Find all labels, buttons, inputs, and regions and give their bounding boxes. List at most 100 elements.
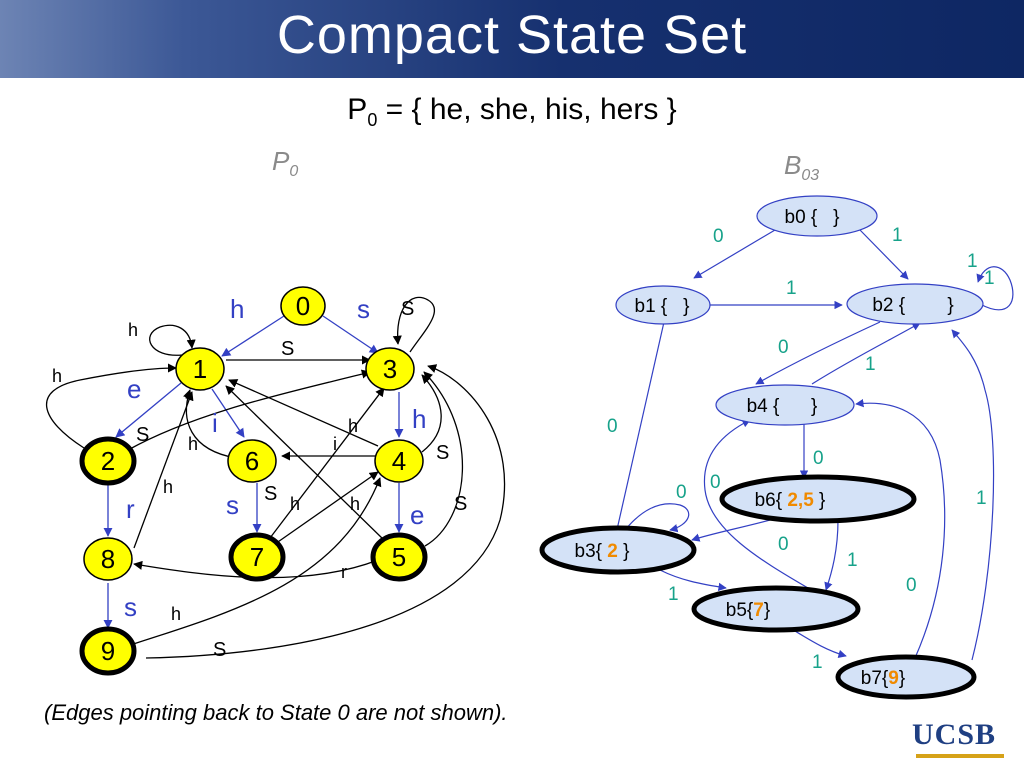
edge-label: h xyxy=(350,494,360,514)
edge-label: e xyxy=(410,500,424,530)
edge-1-2 xyxy=(115,382,182,438)
left-label-sub: 0 xyxy=(289,163,299,181)
edge-9-4 xyxy=(129,477,382,646)
edge-label: 1 xyxy=(812,652,823,673)
edge-label: 1 xyxy=(847,550,858,571)
state-label: 4 xyxy=(392,446,406,476)
block-label: b6{ 2,5 } xyxy=(755,490,826,511)
ucsb-logo: UCSB xyxy=(912,718,997,751)
block-label: b7{9} xyxy=(861,668,905,689)
state-label: 3 xyxy=(383,354,397,384)
edge-b2-self xyxy=(976,266,1014,311)
state-9: 9 xyxy=(79,626,137,676)
block-b0: b0 { } xyxy=(756,195,878,237)
state-1: 1 xyxy=(175,347,225,391)
edge-label: 0 xyxy=(906,575,917,596)
edge-label: s xyxy=(226,490,239,520)
edge-label: 1 xyxy=(984,268,995,289)
state-label: 6 xyxy=(245,446,259,476)
edge-label: h xyxy=(348,416,358,436)
right-edges xyxy=(613,229,1014,661)
state-label: 8 xyxy=(101,544,115,574)
edge-label: 1 xyxy=(967,251,978,272)
edge-b4-b2 xyxy=(811,322,921,385)
edge-label: 1 xyxy=(668,584,679,605)
block-b2: b2 { } xyxy=(846,283,984,325)
edge-label: 0 xyxy=(607,416,618,437)
edge-label: r xyxy=(126,494,135,524)
right-label-sub: 03 xyxy=(801,167,820,185)
edge-b6-b3 xyxy=(691,519,771,542)
block-label: b3{ 2 } xyxy=(575,541,630,562)
right-label-base: B xyxy=(784,150,802,180)
title-bar: Compact State Set xyxy=(0,0,1024,78)
edge-label: h xyxy=(163,477,173,497)
edge-b3-b5 xyxy=(659,569,727,592)
edge-label: s xyxy=(357,294,370,324)
edge-1-6 xyxy=(211,388,245,438)
edge-9-3 xyxy=(145,364,506,659)
state-0: 0 xyxy=(280,286,326,326)
edge-label: 0 xyxy=(778,534,789,555)
logo-underline xyxy=(916,754,1004,758)
edge-label: h xyxy=(290,494,300,514)
edge-7-4 xyxy=(274,471,379,545)
state-3: 3 xyxy=(365,347,415,391)
slide-title: Compact State Set xyxy=(276,5,748,65)
left-label-base: P xyxy=(272,146,290,176)
edge-b3-self xyxy=(621,503,690,535)
edge-4-3 xyxy=(421,374,442,453)
block-label: b1 { } xyxy=(635,296,690,317)
edge-5-3 xyxy=(423,371,464,547)
state-label: 9 xyxy=(101,636,115,666)
edge-label: h xyxy=(52,366,62,386)
state-label: 5 xyxy=(392,542,406,572)
subtitle: P0 = { he, she, his, hers } xyxy=(0,93,1024,131)
right-states: b0 { } b1 { } b2 { } b4 { } b6{ 2,5 } b3… xyxy=(539,195,984,700)
state-4: 4 xyxy=(374,439,424,483)
block-label: b5{7} xyxy=(726,600,770,621)
subtitle-sub: 0 xyxy=(367,110,378,130)
block-b4: b4 { } xyxy=(715,384,855,426)
edge-label: S xyxy=(213,639,226,661)
edge-5-1 xyxy=(225,385,385,541)
edge-2-1 xyxy=(46,363,177,449)
left-states: 0 1 2 3 4 5 6 7 xyxy=(79,286,428,676)
state-6: 6 xyxy=(227,439,277,483)
state-2: 2 xyxy=(79,436,137,486)
left-panel-label: P0 xyxy=(272,146,298,181)
state-label: 2 xyxy=(101,446,115,476)
block-label: b0 { } xyxy=(785,207,840,228)
edge-3-self xyxy=(392,296,435,353)
edge-label: S xyxy=(401,298,414,320)
edge-label: 1 xyxy=(892,225,903,246)
block-b7: b7{9} xyxy=(835,654,977,700)
state-8: 8 xyxy=(83,537,133,581)
edge-8-1 xyxy=(133,391,194,549)
edge-label: h xyxy=(171,604,181,624)
edge-b0-b1 xyxy=(693,229,776,279)
edge-label: h xyxy=(128,320,138,340)
edge-0-1 xyxy=(221,315,285,357)
left-edges xyxy=(46,296,506,659)
block-b6: b6{ 2,5 } xyxy=(719,474,917,524)
left-edge-labels: h s S h S h e i S h h i h S h r s S h h … xyxy=(52,294,467,661)
edge-label: h xyxy=(230,294,244,324)
edge-label: 0 xyxy=(676,482,687,503)
edge-label: i xyxy=(212,408,218,438)
caption: (Edges pointing back to State 0 are not … xyxy=(44,700,508,725)
subtitle-rest: = { he, she, his, hers } xyxy=(377,93,677,126)
edge-label: S xyxy=(136,424,149,446)
state-label: 1 xyxy=(193,354,207,384)
edge-label: 0 xyxy=(713,226,724,247)
edge-1-self xyxy=(149,324,196,356)
edge-label: 1 xyxy=(786,278,797,299)
edge-b5-b4 xyxy=(703,419,809,589)
block-b3: b3{ 2 } xyxy=(539,525,697,575)
right-edge-labels: 0 1 1 1 1 0 1 0 0 0 0 0 1 1 0 1 1 xyxy=(607,225,995,673)
block-b1: b1 { } xyxy=(615,285,711,325)
edge-label: S xyxy=(436,442,449,464)
edge-label: 0 xyxy=(778,337,789,358)
edge-label: 0 xyxy=(813,448,824,469)
